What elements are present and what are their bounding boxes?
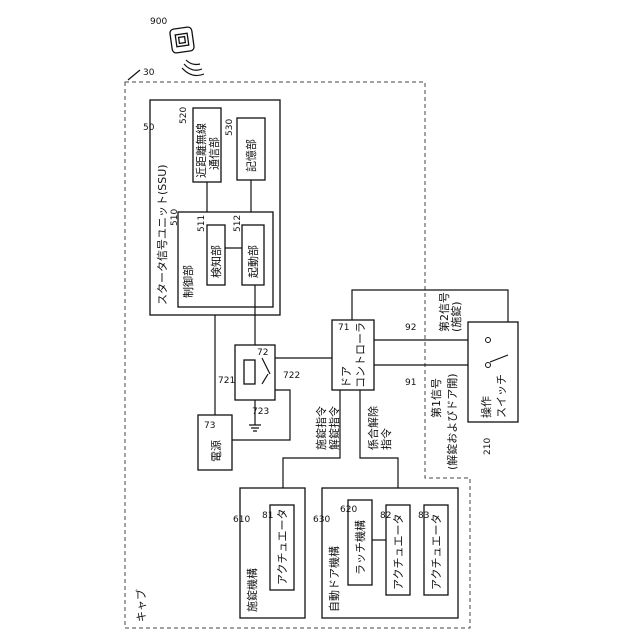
control-label: 制御部 xyxy=(181,265,195,298)
start-label: 起動部 xyxy=(246,245,260,278)
ref-81: 81 xyxy=(262,511,273,521)
ref-721: 721 xyxy=(218,376,235,386)
ref-630: 630 xyxy=(313,515,330,525)
ref-530: 530 xyxy=(225,119,235,136)
cab-label: キャブ xyxy=(134,589,148,622)
ref-92: 92 xyxy=(405,323,416,333)
ref-900: 900 xyxy=(150,17,167,27)
ref-30: 30 xyxy=(143,68,155,78)
switch-contact-top xyxy=(486,338,491,343)
ref-610: 610 xyxy=(233,515,250,525)
detect-label: 検知部 xyxy=(209,245,223,278)
ref-520: 520 xyxy=(179,107,189,124)
eng-cmd-line2: 指令 xyxy=(379,428,393,450)
ref-83: 83 xyxy=(418,511,429,521)
eng-cmd-line1: 係合解除 xyxy=(366,406,380,450)
switch-contact-bottom xyxy=(486,363,491,368)
switch-label2: スイッチ xyxy=(495,374,508,418)
ref-72: 72 xyxy=(257,348,268,358)
ref-511: 511 xyxy=(197,215,207,232)
lock-cmd-line2: 解錠指令 xyxy=(327,406,341,450)
key-fob-icon xyxy=(169,27,204,76)
actuator-81-label: アクチュエータ xyxy=(276,509,289,585)
ref-722: 722 xyxy=(283,371,300,381)
signal2-line2: (施錠) xyxy=(449,301,463,332)
lock-cmd-line1: 施錠指令 xyxy=(314,406,328,450)
actuator-83-label: アクチュエータ xyxy=(430,514,443,590)
relay-coil xyxy=(244,360,255,384)
auto-door-label: 自動ドア機構 xyxy=(327,546,341,612)
actuator-82-label: アクチュエータ xyxy=(392,514,405,590)
ref-82: 82 xyxy=(380,511,391,521)
door-controller-label1: ドア xyxy=(340,366,353,388)
ref-512: 512 xyxy=(233,215,243,232)
short-range-line2: 通信部 xyxy=(207,137,221,170)
operation-switch-box xyxy=(468,322,518,422)
storage-label: 記憶部 xyxy=(244,139,258,172)
signal2-line1: 第2信号 xyxy=(437,292,451,332)
door-controller-label2: コントローラ xyxy=(354,322,367,388)
switch-label1: 操作 xyxy=(479,396,493,418)
lock-mechanism-label: 施錠機構 xyxy=(245,568,259,612)
short-range-line1: 近距離無線 xyxy=(194,123,208,178)
ref-71: 71 xyxy=(338,323,349,333)
signal1-line1: 第1信号 xyxy=(429,378,443,418)
ref-210: 210 xyxy=(483,438,493,455)
latch-label: ラッチ機構 xyxy=(353,520,367,575)
ref-73: 73 xyxy=(204,421,215,431)
signal1-line2: (解錠およびドア開) xyxy=(445,373,459,470)
ref-620: 620 xyxy=(340,505,357,515)
ref-50: 50 xyxy=(143,123,155,133)
power-label: 電源 xyxy=(209,440,223,462)
ground-icon xyxy=(249,425,261,431)
ref-91: 91 xyxy=(405,378,416,388)
ref-510: 510 xyxy=(170,209,180,226)
ssu-title: スタータ信号ユニット(SSU) xyxy=(156,164,169,305)
